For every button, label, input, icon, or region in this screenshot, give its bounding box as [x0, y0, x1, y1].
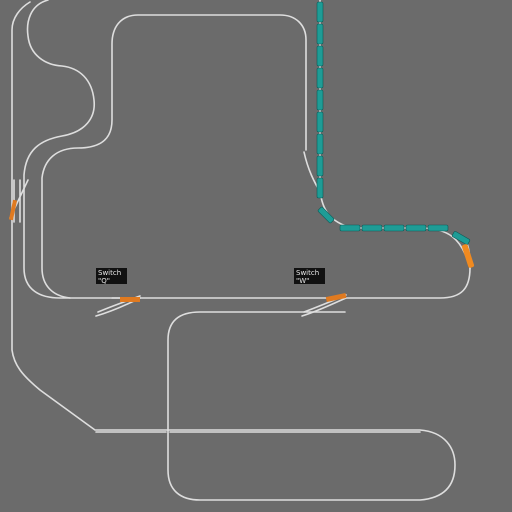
- train-car[interactable]: [451, 231, 471, 245]
- train-car[interactable]: [317, 206, 335, 224]
- train-car[interactable]: [316, 45, 324, 67]
- track-wave: [23, 0, 141, 299]
- train-car[interactable]: [316, 23, 324, 45]
- train[interactable]: [316, 1, 475, 269]
- switch-q-label-title: Switch: [98, 269, 122, 277]
- train-car[interactable]: [361, 224, 383, 232]
- train-car[interactable]: [405, 224, 427, 232]
- train-car[interactable]: [339, 224, 361, 232]
- train-car[interactable]: [316, 177, 324, 199]
- switch-w-label-title: Switch: [296, 269, 320, 277]
- switch-w-indicator[interactable]: [325, 292, 347, 303]
- switch-w-label[interactable]: Switch "W": [294, 268, 325, 285]
- train-locomotive[interactable]: [461, 244, 475, 269]
- train-car[interactable]: [316, 155, 324, 177]
- train-car[interactable]: [383, 224, 405, 232]
- track-inner-loop: [41, 14, 471, 299]
- switch-q-label[interactable]: Switch "Q": [96, 268, 127, 285]
- train-car[interactable]: [316, 111, 324, 133]
- train-car[interactable]: [316, 67, 324, 89]
- switch-w-label-name: "W": [296, 277, 310, 285]
- train-car[interactable]: [427, 224, 449, 232]
- switch-q-indicator[interactable]: [120, 297, 140, 302]
- switch-q-label-name: "Q": [98, 277, 110, 285]
- track-outer-left: [11, 1, 456, 501]
- switch-left-indicator[interactable]: [8, 199, 18, 221]
- train-car[interactable]: [316, 89, 324, 111]
- train-car[interactable]: [316, 1, 324, 23]
- train-car[interactable]: [316, 133, 324, 155]
